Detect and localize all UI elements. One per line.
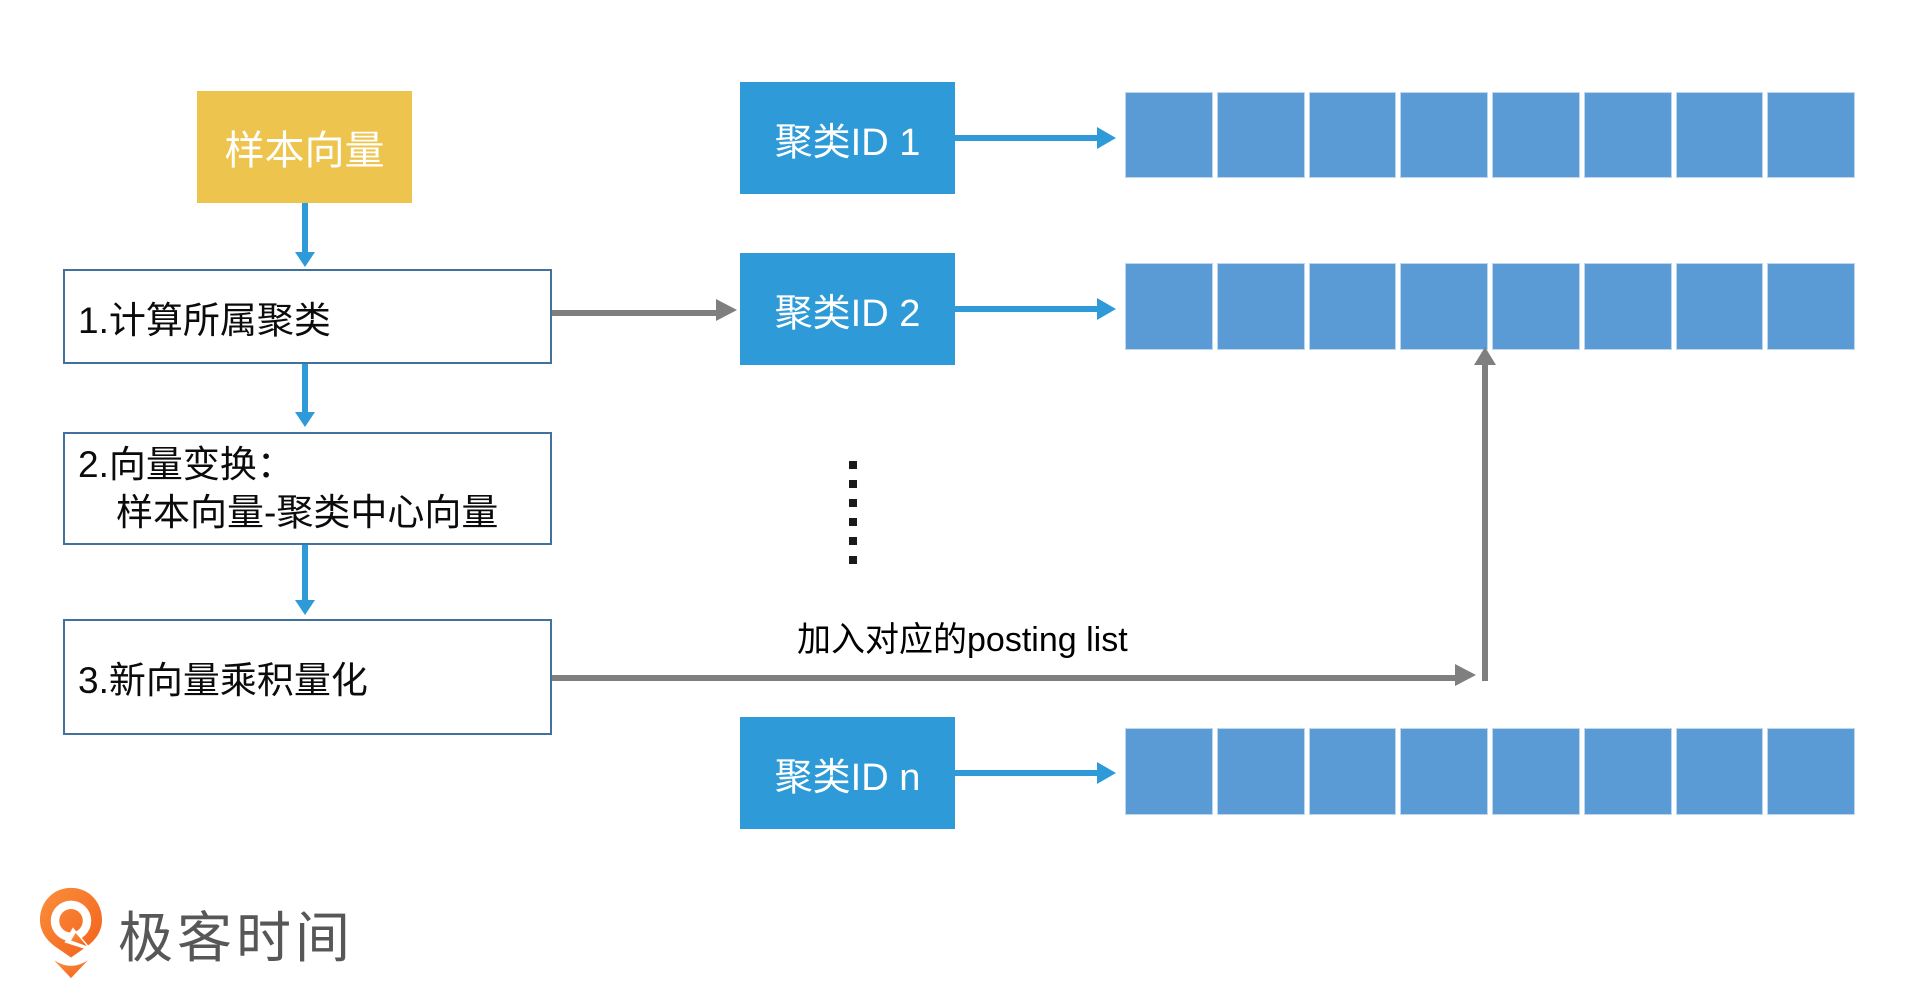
- posting-list-cell: [1675, 92, 1764, 178]
- posting-list-annotation: 加入对应的posting list: [797, 621, 1128, 659]
- posting-list-row-3: [1125, 728, 1855, 815]
- posting-list-cell: [1400, 263, 1488, 350]
- step2-label-line2: 样本向量-聚类中心向量: [116, 491, 499, 533]
- cluster-id-2-box: 聚类ID 2: [740, 253, 955, 365]
- geektime-logo: 极客时间: [38, 886, 354, 980]
- arrowhead-step3-to-row2: [1474, 347, 1496, 365]
- arrow-sample-to-step1: [302, 203, 308, 254]
- arrowhead-cluster1-to-row1: [1097, 127, 1116, 149]
- cluster-id-1-label: 聚类ID 1: [774, 121, 921, 164]
- ellipsis-dot: [849, 461, 857, 469]
- arrow-step3-horizontal: [552, 675, 1457, 681]
- posting-list-cell: [1216, 92, 1305, 178]
- ellipsis-dots: [849, 461, 857, 564]
- step1-box: 1.计算所属聚类: [63, 269, 552, 364]
- cluster-id-n-label: 聚类ID n: [774, 756, 921, 799]
- posting-list-cell: [1492, 728, 1580, 815]
- ellipsis-dot: [849, 518, 857, 526]
- cluster-id-1-box: 聚类ID 1: [740, 82, 955, 194]
- posting-list-cell: [1492, 92, 1580, 178]
- ellipsis-dot: [849, 499, 857, 507]
- geektime-logo-icon: [39, 887, 103, 979]
- posting-list-cell: [1400, 728, 1488, 815]
- arrowhead-clustern-to-row3: [1097, 762, 1116, 784]
- posting-list-cell: [1767, 263, 1855, 350]
- posting-list-cell: [1583, 92, 1672, 178]
- arrowhead-step1-to-step2: [295, 412, 315, 427]
- arrow-step1-to-cluster2: [552, 310, 718, 316]
- posting-list-cell: [1675, 728, 1764, 815]
- posting-list-cell: [1216, 263, 1305, 350]
- posting-list-cell: [1125, 728, 1213, 815]
- posting-list-cell: [1583, 728, 1672, 815]
- posting-list-cell: [1308, 92, 1397, 178]
- posting-list-row-2: [1125, 263, 1855, 350]
- sample-vector-box: 样本向量: [197, 91, 412, 203]
- arrow-clustern-to-row3: [955, 770, 1099, 776]
- cluster-id-n-box: 聚类ID n: [740, 717, 955, 829]
- arrowhead-sample-to-step1: [295, 252, 315, 267]
- arrowhead-step1-to-cluster2: [716, 299, 737, 321]
- sample-vector-label: 样本向量: [224, 129, 385, 173]
- posting-list-cell: [1583, 263, 1672, 350]
- posting-list-cell: [1125, 92, 1213, 178]
- posting-list-cell: [1767, 728, 1855, 815]
- geektime-logo-text: 极客时间: [118, 907, 355, 969]
- arrow-cluster1-to-row1: [955, 135, 1099, 141]
- arrowhead-cluster2-to-row2: [1097, 298, 1116, 320]
- step3-label: 3.新向量乘积量化: [78, 660, 368, 701]
- posting-list-cell: [1675, 263, 1764, 350]
- posting-list-cell: [1308, 263, 1397, 350]
- posting-list-cell: [1767, 92, 1855, 178]
- posting-list-cell: [1308, 728, 1397, 815]
- step3-box: 3.新向量乘积量化: [63, 619, 552, 735]
- ellipsis-dot: [849, 556, 857, 564]
- step1-label: 1.计算所属聚类: [78, 299, 331, 341]
- posting-list-row-1: [1125, 92, 1855, 178]
- arrow-step2-to-step3: [302, 545, 308, 602]
- arrowhead-step2-to-step3: [295, 600, 315, 615]
- step2-label-line1: 2.向量变换：: [78, 443, 294, 485]
- ellipsis-dot: [849, 480, 857, 488]
- arrow-step1-to-step2: [302, 364, 308, 414]
- arrow-step3-vertical: [1482, 363, 1488, 681]
- arrow-cluster2-to-row2: [955, 306, 1099, 312]
- step2-box: 2.向量变换： 样本向量-聚类中心向量: [63, 432, 552, 545]
- posting-list-cell: [1400, 92, 1488, 178]
- posting-list-cell: [1125, 263, 1213, 350]
- ellipsis-dot: [849, 537, 857, 545]
- posting-list-cell: [1216, 728, 1305, 815]
- cluster-id-2-label: 聚类ID 2: [774, 292, 921, 335]
- posting-list-cell: [1492, 263, 1580, 350]
- arrowhead-step3-horizontal: [1455, 664, 1476, 686]
